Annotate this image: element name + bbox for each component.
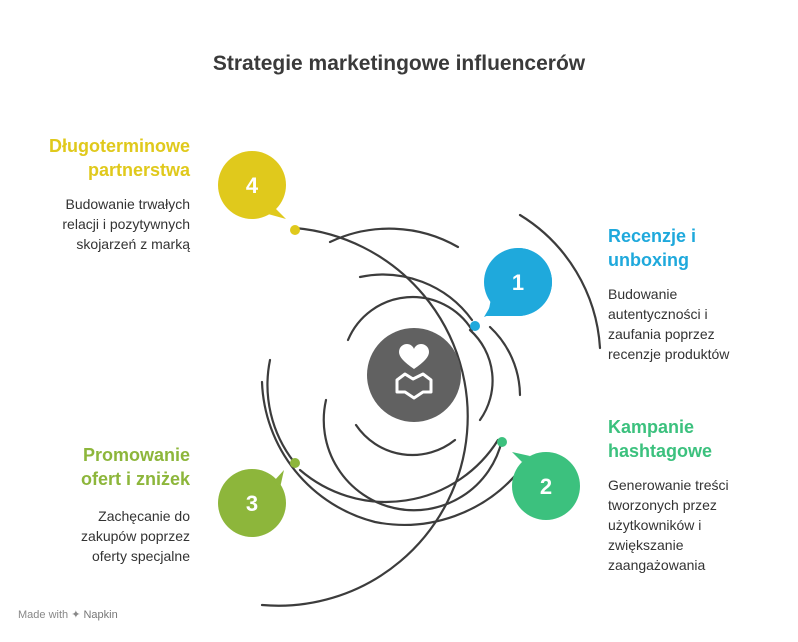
orbit-arc-2 — [328, 227, 460, 249]
dot-3 — [290, 458, 300, 468]
orbit-arc-outer — [260, 226, 469, 607]
item-2-description: Generowanie treści tworzonych przez użyt… — [608, 477, 729, 573]
orbit-arc-3 — [358, 273, 474, 322]
item-1-heading-line2: unboxing — [608, 250, 689, 270]
item-2-heading: Kampanie hashtagowe — [608, 415, 712, 463]
item-2-heading-line2: hashtagowe — [608, 441, 713, 461]
dot-2 — [497, 437, 507, 447]
orbit-arc-inner3 — [468, 328, 494, 422]
center-circle — [367, 328, 461, 422]
dot-4 — [290, 225, 300, 235]
step-number-1: 1 — [512, 270, 524, 295]
orbit-arc-2b — [260, 380, 522, 526]
orbit-arc-4b — [488, 325, 522, 397]
item-4-heading: Długoterminowe partnerstwa — [20, 134, 190, 182]
item-3-description: Zachęcanie do zakupów poprzez oferty spe… — [81, 508, 190, 564]
item-4-heading-line1: Długoterminowe — [48, 136, 190, 156]
orbit-arc-3c — [298, 438, 500, 504]
item-3-heading-line2: ofert i zniżek — [80, 469, 190, 489]
item-4-description: Budowanie trwałych relacji i pozytywnych… — [62, 196, 190, 252]
orbit-arc-inner2 — [354, 423, 457, 457]
item-1-heading-line1: Recenzje i — [608, 226, 697, 246]
step-bubble-2: 2 — [512, 452, 580, 520]
item-1-description: Budowanie autentyczności i zaufania popr… — [608, 286, 730, 362]
napkin-logo-icon: ✦ — [71, 609, 81, 621]
step-number-4: 4 — [246, 173, 259, 198]
orbit-arc-outer-right — [518, 213, 602, 350]
heart-handshake-icon — [395, 344, 433, 400]
item-3-heading-line1: Promowanie — [82, 445, 190, 465]
step-number-2: 2 — [540, 474, 552, 499]
step-bubble-1: 1 — [484, 248, 552, 317]
step-number-3: 3 — [246, 491, 258, 516]
dot-1 — [470, 321, 480, 331]
item-1-heading: Recenzje i unboxing — [608, 224, 696, 272]
step-bubble-4: 4 — [218, 151, 286, 219]
item-4-heading-line2: partnerstwa — [87, 160, 190, 180]
orbit-arc-3b — [266, 358, 296, 464]
page-title: Strategie marketingowe influencerów — [212, 52, 586, 75]
footer-made-with: Made with ✦ Napkin — [18, 609, 118, 621]
item-3-heading: Promowanie ofert i zniżek — [20, 443, 190, 491]
orbit-arc-4 — [322, 398, 504, 512]
orbit-arc-inner — [346, 295, 474, 342]
item-2-heading-line1: Kampanie — [608, 417, 695, 437]
step-bubble-3: 3 — [218, 469, 286, 537]
